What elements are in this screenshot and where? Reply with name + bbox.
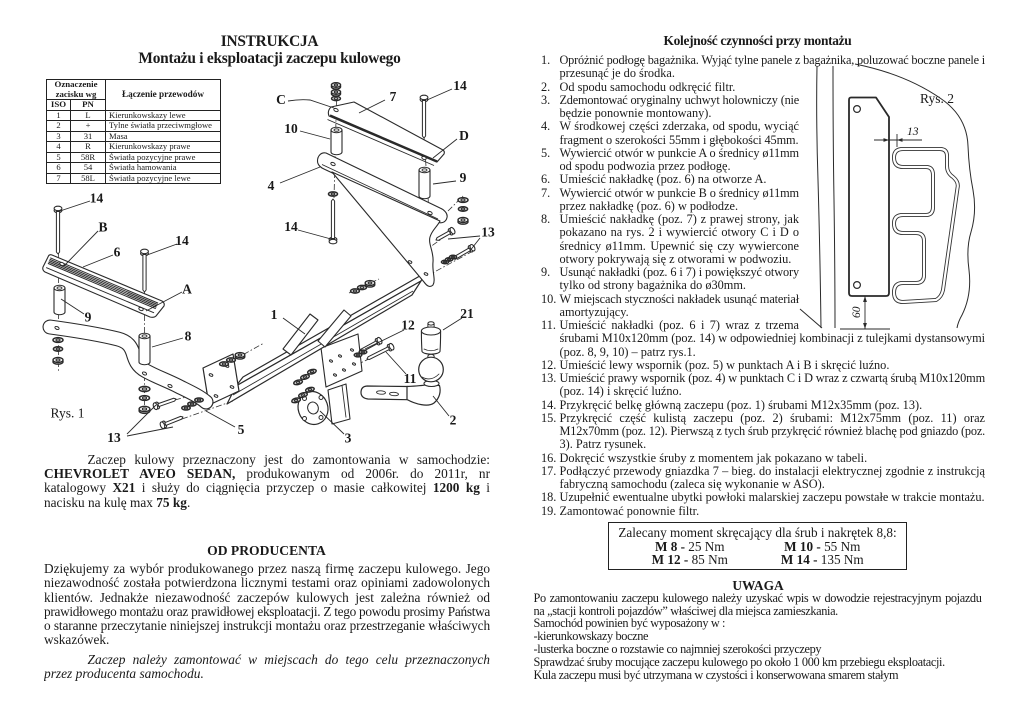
svg-text:B: B — [98, 220, 107, 235]
svg-text:13: 13 — [907, 126, 919, 138]
svg-text:9: 9 — [85, 310, 92, 325]
svg-text:10: 10 — [284, 121, 298, 136]
svg-text:8: 8 — [185, 329, 192, 344]
svg-text:3: 3 — [345, 431, 352, 446]
svg-text:60: 60 — [851, 306, 863, 318]
svg-text:14: 14 — [90, 191, 104, 206]
svg-text:Rys. 2: Rys. 2 — [920, 91, 954, 106]
svg-text:2: 2 — [450, 413, 457, 428]
svg-text:14: 14 — [453, 78, 467, 93]
svg-text:1: 1 — [271, 307, 278, 322]
svg-text:Rys. 1: Rys. 1 — [51, 406, 85, 421]
svg-text:13: 13 — [481, 225, 495, 240]
svg-text:12: 12 — [401, 318, 415, 333]
svg-text:7: 7 — [390, 89, 397, 104]
svg-text:14: 14 — [175, 233, 189, 248]
svg-text:9: 9 — [460, 170, 467, 185]
svg-text:4: 4 — [268, 178, 275, 193]
svg-text:D: D — [459, 128, 469, 143]
svg-text:C: C — [276, 92, 286, 107]
svg-text:5: 5 — [238, 422, 245, 437]
svg-text:14: 14 — [284, 219, 298, 234]
svg-text:6: 6 — [114, 245, 121, 260]
svg-text:13: 13 — [107, 430, 121, 445]
svg-text:A: A — [182, 282, 192, 297]
svg-text:11: 11 — [404, 371, 417, 386]
svg-text:21: 21 — [460, 306, 474, 321]
